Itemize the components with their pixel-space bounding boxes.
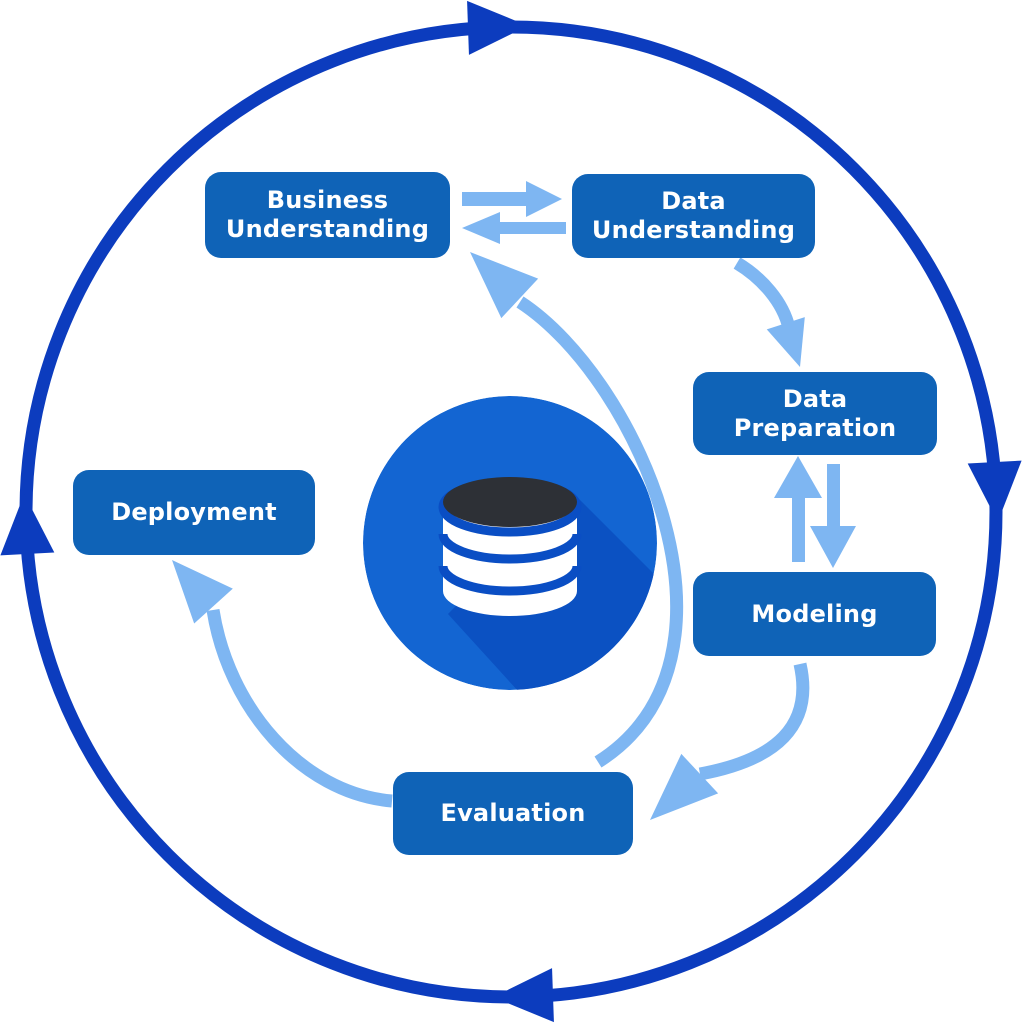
- ring-arrowhead-top: [467, 0, 528, 55]
- node-business-understanding: Business Understanding: [205, 172, 450, 258]
- ring-arrowhead-right: [967, 460, 1022, 522]
- node-evaluation: Evaluation: [393, 772, 633, 855]
- ring-arrowhead-bottom: [493, 968, 554, 1023]
- database-stripe-1: [438, 533, 582, 564]
- arrow-data-understanding-to-data-preparation: [733, 257, 796, 330]
- node-data-preparation: Data Preparation: [693, 372, 937, 455]
- node-deployment-label: Deployment: [111, 498, 277, 527]
- arrow-evaluation-to-deployment: [206, 608, 393, 808]
- arrow-data-preparation-to-modeling: [810, 464, 856, 568]
- node-modeling: Modeling: [693, 572, 936, 656]
- node-evaluation-label: Evaluation: [440, 799, 586, 828]
- node-deployment: Deployment: [73, 470, 315, 555]
- arrowhead-to-evaluation: [650, 753, 719, 820]
- arrowhead-to-business-understanding: [470, 252, 539, 319]
- node-modeling-label: Modeling: [751, 599, 878, 628]
- node-data-understanding: Data Understanding: [572, 174, 815, 258]
- arrowhead-to-deployment: [172, 560, 233, 624]
- node-data-understanding-label: Data Understanding: [591, 187, 796, 244]
- database-stripe-2: [438, 565, 582, 596]
- node-business-understanding-label: Business Understanding: [225, 186, 430, 243]
- arrow-modeling-to-data-preparation: [774, 456, 822, 562]
- database-top-lid: [443, 477, 577, 527]
- ring-arrowhead-left: [0, 494, 55, 556]
- arrow-evaluation-to-business-understanding: [516, 296, 684, 768]
- arrow-business-to-data-understanding: [462, 181, 562, 217]
- arrow-data-to-business-understanding: [462, 212, 566, 244]
- node-data-preparation-label: Data Preparation: [733, 384, 897, 442]
- arrowhead-to-data-preparation: [766, 317, 805, 367]
- arrow-modeling-to-evaluation: [698, 662, 810, 781]
